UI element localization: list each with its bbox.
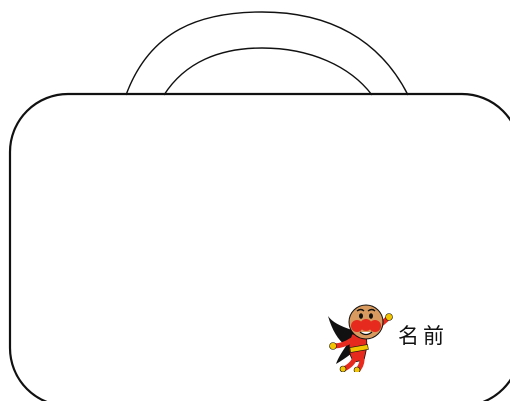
bag-body (8, 92, 510, 401)
name-label: 名前 (398, 324, 448, 348)
handle-outer (125, 11, 409, 96)
flying-hero-mascot-icon (328, 304, 393, 372)
handle-inner (163, 47, 373, 96)
